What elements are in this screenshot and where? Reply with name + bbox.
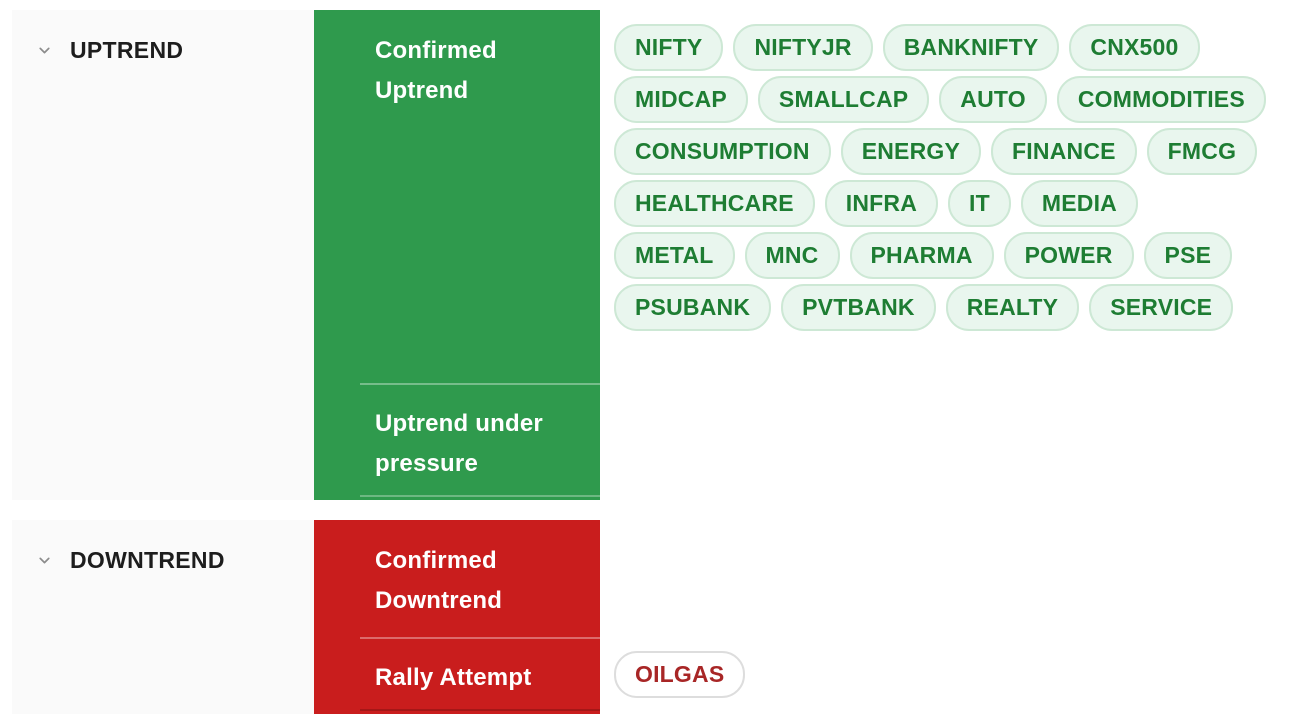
section-title: DOWNTREND [70,547,225,573]
chip-midcap[interactable]: MIDCAP [614,76,748,123]
chip-power[interactable]: POWER [1003,232,1134,279]
chip-metal[interactable]: METAL [614,232,735,279]
chip-pharma[interactable]: PHARMA [849,232,994,279]
chip-banknifty[interactable]: BANKNIFTY [882,24,1060,71]
chip-energy[interactable]: ENERGY [840,128,982,175]
chip-commodities[interactable]: COMMODITIES [1056,76,1266,123]
chip-finance[interactable]: FINANCE [991,128,1137,175]
chip-pvtbank[interactable]: PVTBANK [781,284,936,331]
chip-list: NIFTY NIFTYJR BANKNIFTY CNX500 MIDCAP SM… [600,10,1266,383]
chip-it[interactable]: IT [948,180,1011,227]
section-title: UPTREND [70,37,184,63]
chip-list: OILGAS [600,637,1266,714]
chip-fmcg[interactable]: FMCG [1146,128,1258,175]
category-label: Confirmed Uptrend [314,10,600,383]
chip-mnc[interactable]: MNC [744,232,840,279]
chip-smallcap[interactable]: SMALLCAP [757,76,930,123]
chevron-down-icon[interactable] [36,552,53,574]
chip-psubank[interactable]: PSUBANK [614,284,772,331]
section-header-uptrend[interactable]: UPTREND [12,10,314,500]
category-row-rally-attempt: Rally Attempt OILGAS [314,637,1298,714]
chip-media[interactable]: MEDIA [1020,180,1138,227]
chip-auto[interactable]: AUTO [939,76,1047,123]
category-row-uptrend-under-pressure: Uptrend under pressure [314,383,1298,500]
chip-healthcare[interactable]: HEALTHCARE [614,180,815,227]
chip-niftyjr[interactable]: NIFTYJR [733,24,873,71]
chip-pse[interactable]: PSE [1143,232,1233,279]
category-row-confirmed-downtrend: Confirmed Downtrend [314,520,1298,637]
section-header-downtrend[interactable]: DOWNTREND [12,520,314,714]
chip-service[interactable]: SERVICE [1089,284,1234,331]
section-body: Confirmed Uptrend NIFTY NIFTYJR BANKNIFT… [314,10,1298,500]
section-body: Confirmed Downtrend Rally Attempt OILGAS [314,520,1298,714]
category-row-confirmed-uptrend: Confirmed Uptrend NIFTY NIFTYJR BANKNIFT… [314,10,1298,383]
category-label: Rally Attempt [314,637,600,714]
section-uptrend: UPTREND Confirmed Uptrend NIFTY NIFTYJR … [12,10,1298,500]
category-label: Confirmed Downtrend [314,520,600,637]
chip-consumption[interactable]: CONSUMPTION [614,128,831,175]
chip-realty[interactable]: REALTY [945,284,1080,331]
section-downtrend: DOWNTREND Confirmed Downtrend Rally Atte… [12,520,1298,714]
category-label: Uptrend under pressure [314,383,600,500]
chip-oilgas[interactable]: OILGAS [614,651,746,698]
chip-nifty[interactable]: NIFTY [614,24,724,71]
chip-list [600,520,1266,637]
chevron-down-icon[interactable] [36,42,53,64]
chip-cnx500[interactable]: CNX500 [1069,24,1200,71]
trend-sections: UPTREND Confirmed Uptrend NIFTY NIFTYJR … [12,10,1298,714]
chip-infra[interactable]: INFRA [824,180,939,227]
chip-list [600,383,1266,500]
